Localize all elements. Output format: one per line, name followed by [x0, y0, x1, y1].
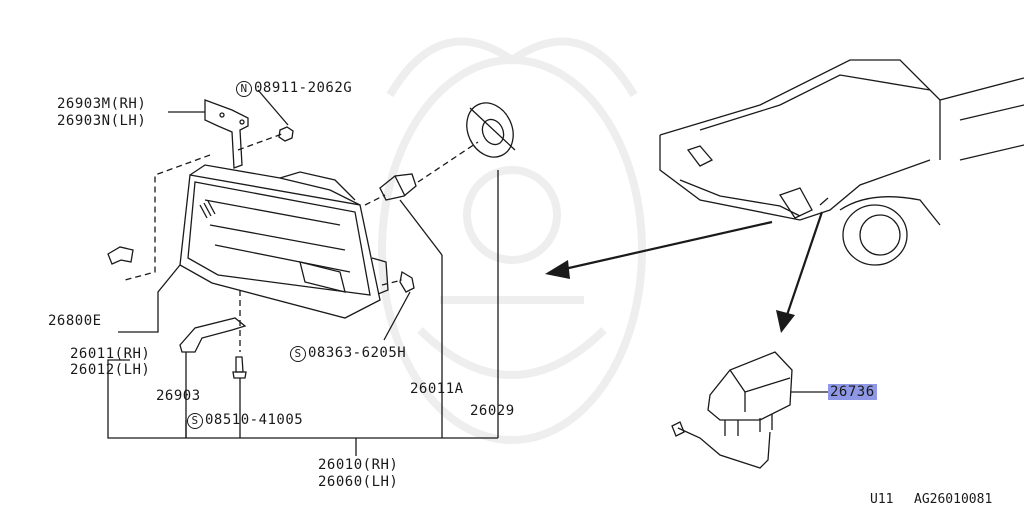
assembly-lines [124, 133, 479, 352]
leader-lines [107, 89, 828, 456]
label-side-lamp[interactable]: 26736 [828, 384, 877, 400]
label-lamp-lh: 26012(LH) [70, 362, 151, 378]
label-bracket-rh: 26903M(RH) [57, 96, 147, 112]
side-screw [399, 270, 415, 293]
nut-number: 08911-2062G [254, 80, 353, 96]
clip-part [107, 246, 134, 265]
screw-side-number: 08363-6205H [308, 345, 407, 361]
label-bracket-lh: 26903N(LH) [57, 113, 147, 129]
watermark-emblem [378, 37, 646, 444]
footer-ref: AG26010081 [914, 492, 993, 507]
lower-screw [232, 356, 247, 379]
side-lamp-part [671, 351, 793, 469]
label-assy-lh: 26060(LH) [318, 474, 399, 490]
screw-lower-number: 08510-41005 [205, 412, 304, 428]
screw-side-symbol: S [290, 346, 306, 362]
upper-bracket [204, 99, 249, 169]
label-bracket-lower: 26903 [156, 388, 201, 404]
label-lamp-rh: 26011(RH) [70, 346, 151, 362]
side-lamp-part-number[interactable]: 26736 [828, 384, 877, 400]
socket-ring [466, 102, 516, 158]
pointer-arrows [545, 211, 824, 333]
nut-symbol: N [236, 81, 252, 97]
footer-code: U11 [870, 492, 894, 507]
car-drawing [659, 59, 1024, 266]
headlamp-unit [179, 164, 389, 319]
nut-part [278, 126, 294, 142]
label-socket: 26029 [470, 403, 515, 419]
screw-lower-symbol: S [187, 413, 203, 429]
lower-bracket [179, 317, 247, 353]
label-assy-rh: 26010(RH) [318, 457, 399, 473]
bulb-part [379, 173, 417, 201]
label-bulb: 26011A [410, 381, 464, 397]
label-clip: 26800E [48, 313, 102, 329]
